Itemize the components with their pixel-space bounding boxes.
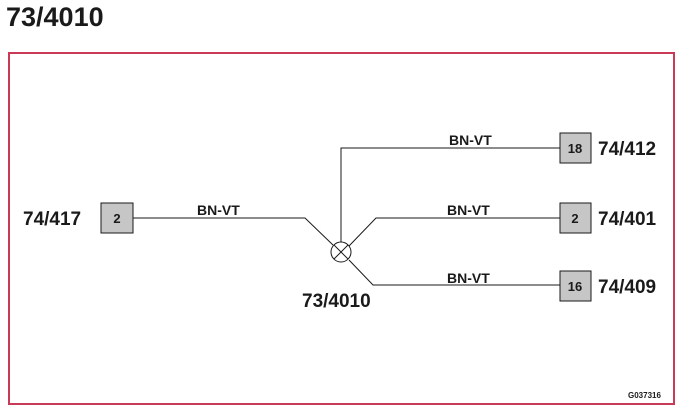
wire-color-74-401: BN-VT [447,202,490,218]
wire-74-409 [348,259,560,286]
connector-label-74-401: 74/401 [598,209,657,230]
connector-label-74-417: 74/417 [23,209,81,230]
splice-icon [330,241,352,263]
wire-color-74-417: BN-VT [197,202,240,218]
figure-reference: G037316 [628,391,661,400]
pin-box-74-417 [100,202,134,234]
wire-74-401 [348,217,560,247]
pin-number-74-409: 16 [568,279,582,294]
pin-number-74-401: 2 [571,211,578,226]
connector-label-74-409: 74/409 [598,277,656,298]
pin-box-74-412 [559,132,592,164]
pin-number-74-417: 2 [113,211,120,226]
wire-74-417 [133,217,334,246]
wire-color-74-412: BN-VT [449,132,492,148]
connector-label-74-412: 74/412 [598,139,656,160]
wire-74-412 [340,147,560,244]
diagram-frame [8,52,675,405]
page-title: 73/4010 [6,2,104,32]
pin-box-74-409 [559,270,592,302]
pin-number-74-412: 18 [568,141,582,156]
wire-color-74-409: BN-VT [447,270,490,286]
splice-label: 73/4010 [302,291,371,312]
pin-box-74-401 [559,202,592,234]
